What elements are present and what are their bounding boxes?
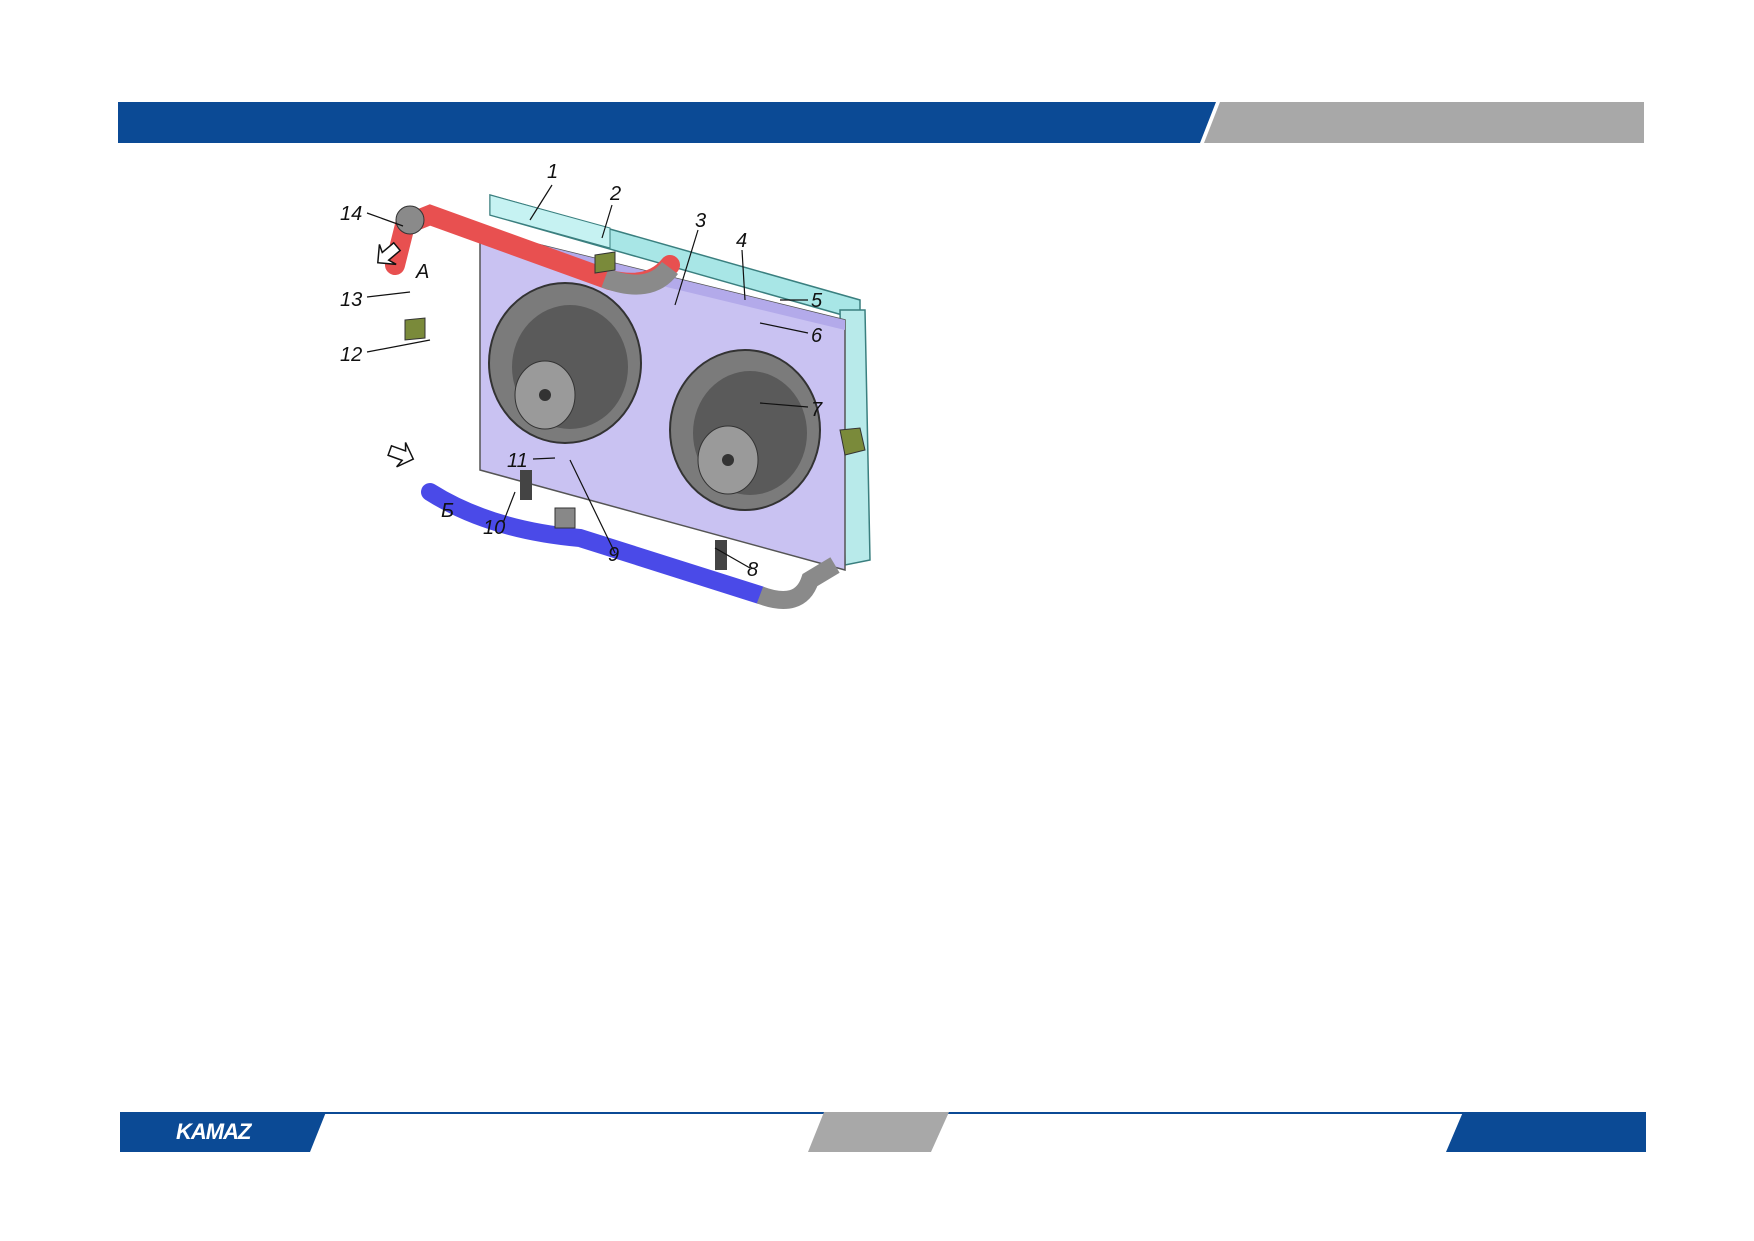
callout-6: 6 bbox=[811, 325, 823, 347]
radiator-assembly-figure: 1 2 3 4 5 6 7 8 9 10 11 12 13 14 А Б bbox=[340, 162, 960, 650]
callout-11: 11 bbox=[507, 450, 528, 472]
bracket-top bbox=[594, 251, 616, 274]
callout-12: 12 bbox=[340, 344, 363, 366]
footer-blue-segment bbox=[1446, 1112, 1646, 1152]
callout-7: 7 bbox=[811, 399, 823, 421]
top-tank-segment bbox=[489, 194, 611, 249]
callout-2: 2 bbox=[610, 183, 622, 205]
inlet-label: А bbox=[416, 261, 430, 283]
callout-4: 4 bbox=[736, 230, 748, 252]
outlet-flow-arrow bbox=[387, 442, 415, 468]
outlet-elbow bbox=[756, 557, 840, 609]
inlet-connector bbox=[395, 205, 425, 235]
header-gray-segment bbox=[1204, 102, 1644, 143]
header-band bbox=[118, 102, 1644, 143]
footer-band bbox=[120, 1112, 1646, 1152]
callout-8: 8 bbox=[747, 559, 759, 581]
outlet-label: Б bbox=[441, 500, 455, 522]
callout-5: 5 bbox=[811, 290, 823, 312]
callout-14: 14 bbox=[340, 203, 363, 225]
fan-right-motor bbox=[715, 540, 727, 570]
callout-10: 10 bbox=[483, 517, 506, 539]
fan-left-motor bbox=[520, 470, 532, 500]
bracket-left bbox=[404, 317, 426, 341]
leader-lines bbox=[366, 184, 809, 569]
fan-left-center bbox=[539, 389, 551, 401]
callout-13: 13 bbox=[340, 289, 363, 311]
radiator-drawing bbox=[366, 184, 871, 609]
outlet-pipe bbox=[421, 483, 769, 604]
drain-valve bbox=[554, 507, 576, 529]
header-blue-segment bbox=[118, 102, 1216, 143]
inlet-flow-arrow bbox=[376, 241, 402, 266]
callout-3: 3 bbox=[695, 210, 707, 232]
callout-1: 1 bbox=[547, 161, 559, 183]
footer-logo-segment bbox=[120, 1112, 326, 1152]
footer-gray-segment bbox=[808, 1112, 949, 1152]
bracket-right bbox=[839, 427, 866, 456]
inlet-elbow bbox=[601, 261, 679, 295]
fan-right-center bbox=[722, 454, 734, 466]
callout-9: 9 bbox=[608, 544, 620, 566]
kamaz-logo: KAMAZ bbox=[176, 1119, 251, 1144]
